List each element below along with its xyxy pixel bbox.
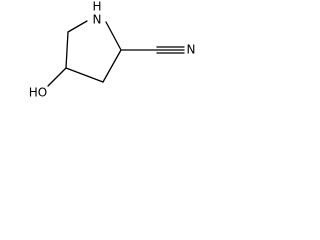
atom-label-ring-hydrogen: H [92, 0, 101, 14]
bond-n1-c2 [105, 21, 122, 51]
bond-c3-c4 [65, 67, 104, 83]
atom-label-hydroxyl: HO [29, 86, 47, 100]
bond-c4-c5 [65, 31, 69, 69]
chemical-structure: N H HO N [29, 0, 196, 100]
bond-c4-o [47, 67, 67, 87]
atom-label-ring-nitrogen: N [93, 13, 102, 27]
atom-label-nitrile-nitrogen: N [187, 43, 196, 57]
bond-c2-c3 [102, 49, 122, 83]
bond-c5-n1 [67, 20, 88, 33]
